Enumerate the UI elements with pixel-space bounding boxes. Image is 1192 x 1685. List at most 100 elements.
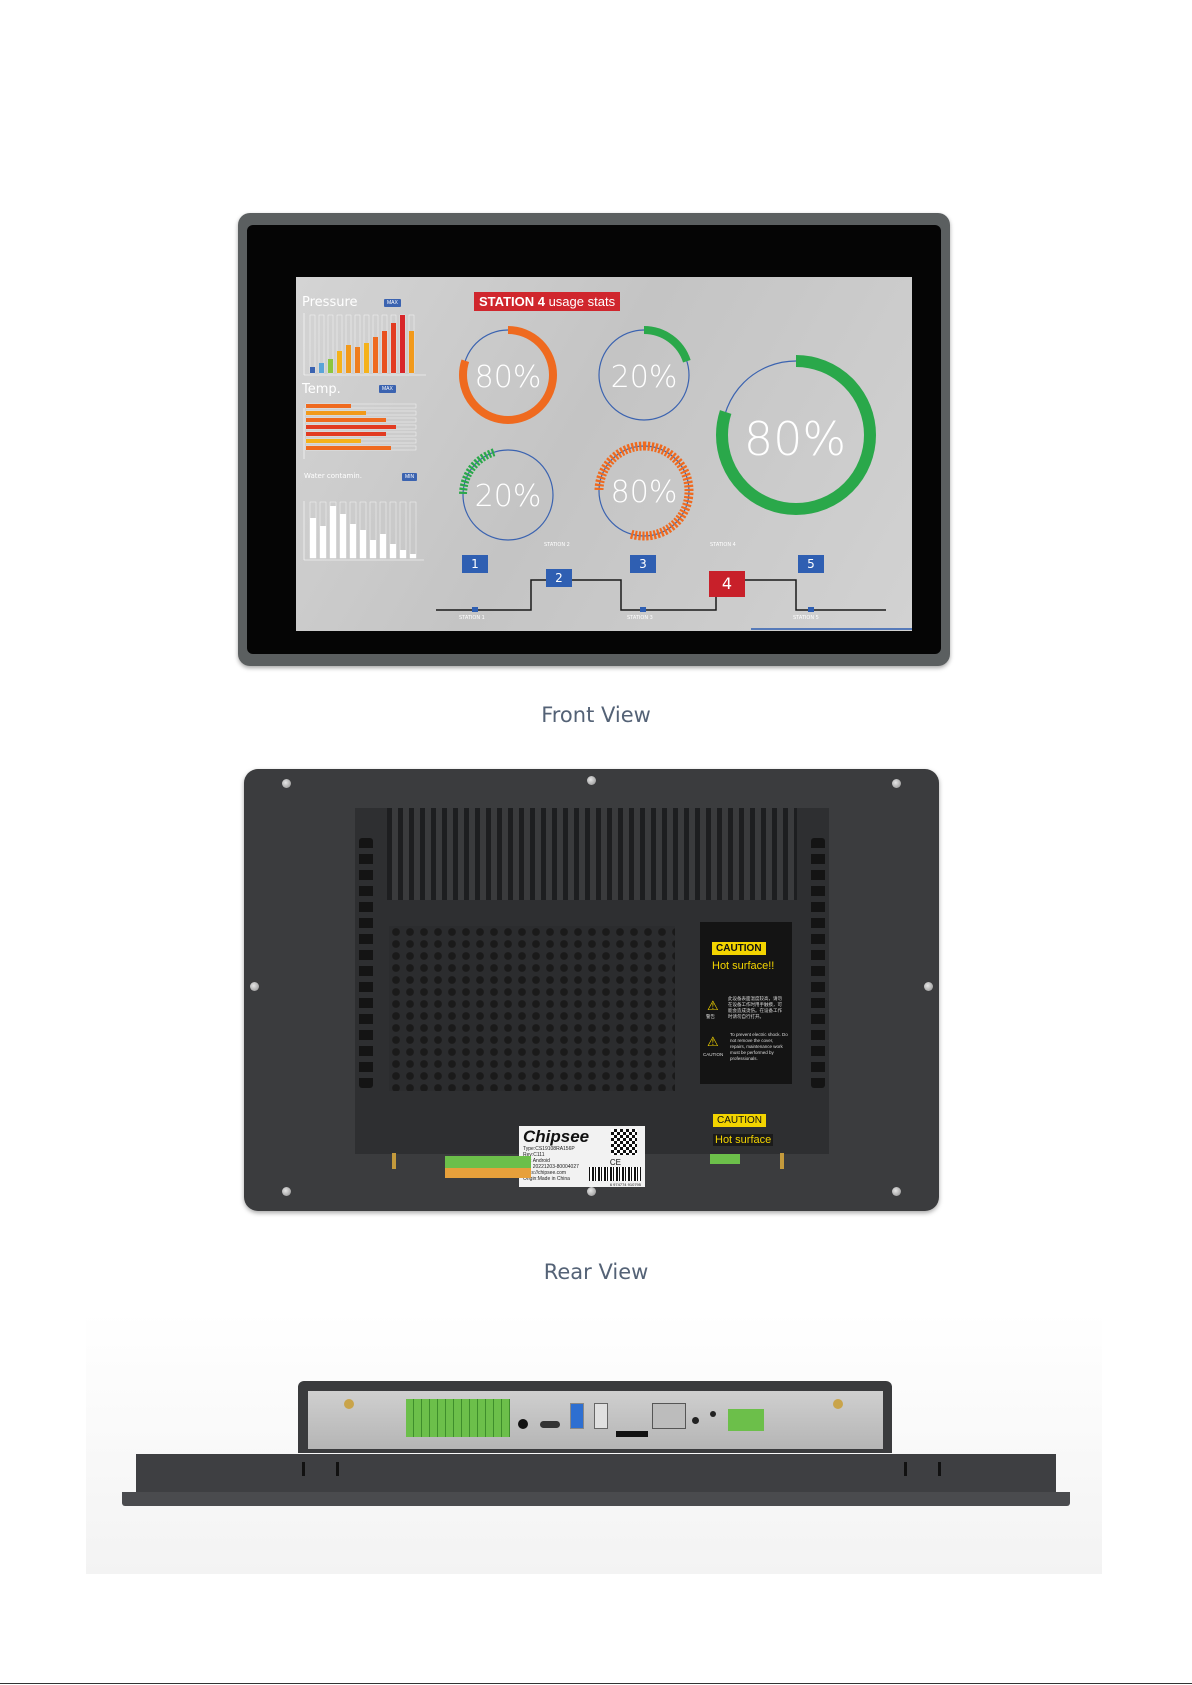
temp-label: Temp.: [302, 382, 341, 397]
screw-icon: [282, 779, 291, 788]
temp-bar: [306, 425, 396, 429]
water-bar: [320, 526, 326, 558]
pressure-bar: [364, 343, 369, 373]
hmi-screen: Pressure MAX Temp. MAX Water contamin. M…: [296, 277, 912, 631]
station-node-2[interactable]: 2: [546, 569, 572, 587]
screw-icon: [924, 982, 933, 991]
temp-bar: [306, 411, 366, 415]
station-caption-4: STATION 4: [710, 542, 736, 548]
temp-bar: [306, 446, 391, 450]
screw-icon: [282, 1187, 291, 1196]
heatsink: CAUTION Hot surface!! ⚠ 警告 此设备表面温度较高，请勿在…: [355, 808, 829, 1187]
label-sn: SN: 20221203-80004027: [523, 1164, 579, 1170]
water-label: Water contamin.: [304, 472, 362, 480]
station-caption-1: STATION 1: [459, 615, 485, 621]
water-bar: [360, 530, 366, 558]
water-bar: [350, 524, 356, 558]
dashboard-graphics: [303, 313, 912, 630]
led-indicator: [692, 1417, 699, 1424]
warning-triangle-icon: ⚠: [707, 998, 719, 1013]
water-bar: [410, 554, 416, 558]
station-node-4[interactable]: 4: [709, 571, 745, 597]
pressure-bar: [391, 323, 396, 373]
brand-name: Chipsee: [523, 1127, 590, 1146]
temp-bar: [306, 439, 361, 443]
antenna-connector: [344, 1399, 354, 1409]
front-view-panel: Pressure MAX Temp. MAX Water contamin. M…: [238, 213, 950, 666]
pressure-bar: [319, 363, 324, 373]
water-bar: [310, 518, 316, 558]
gauges: [459, 326, 876, 541]
cn-tag: 警告: [706, 1014, 715, 1019]
label-origin: Origin:Made in China: [523, 1176, 570, 1182]
water-bar: [330, 506, 336, 558]
terminal-block: [406, 1399, 510, 1437]
cn-warning: 此设备表面温度较高，请勿在设备工作时用手触摸，可能会造成烫伤。在设备工作时请勿自…: [728, 996, 782, 1019]
label-type: Type:CS19108RA156P: [523, 1146, 575, 1152]
vent-slots-right: [811, 838, 825, 1088]
caution-badge: CAUTION: [712, 942, 766, 955]
station-caption-3: STATION 3: [627, 615, 653, 621]
pressure-bar: [346, 345, 351, 373]
screw-icon: [250, 982, 259, 991]
pressure-bar: [373, 337, 378, 373]
station-node-1[interactable]: 1: [462, 555, 488, 573]
station-title-rest: usage stats: [544, 294, 616, 309]
pressure-bar: [382, 331, 387, 373]
power-connector: [728, 1409, 764, 1431]
vent-slots-left: [359, 838, 373, 1088]
terminal-block-base: [445, 1168, 531, 1178]
gauge-arc: [459, 326, 557, 424]
terminal-block: [445, 1156, 531, 1168]
side-view-panel: [86, 1312, 1102, 1574]
pressure-bar: [310, 367, 315, 373]
pressure-bar: [409, 331, 414, 373]
audio-jack: [518, 1419, 528, 1429]
antenna-connector: [780, 1153, 784, 1169]
station-title: STATION 4 usage stats: [474, 292, 621, 311]
en-warning: To prevent electric shock. Do not remove…: [730, 1032, 788, 1061]
side-housing: [298, 1381, 892, 1453]
page-divider: [0, 1683, 1192, 1684]
sd-card-slot: [616, 1431, 648, 1437]
heatsink-fins: [387, 808, 797, 900]
screw-icon: [587, 1187, 596, 1196]
antenna-connector: [833, 1399, 843, 1409]
label-os: OS: Android: [523, 1158, 550, 1164]
screw-icon: [892, 1187, 901, 1196]
io-plate: [308, 1391, 883, 1449]
side-base: [122, 1492, 1070, 1506]
water-bar: [370, 540, 376, 558]
label-url: https://chipsee.com: [523, 1170, 567, 1176]
product-label: Chipsee Type:CS19108RA156P Rev:C111 OS: …: [519, 1126, 645, 1187]
side-bezel: [136, 1454, 1056, 1492]
station-node-5[interactable]: 5: [798, 555, 824, 573]
pressure-label: Pressure: [302, 295, 358, 310]
label-rev: Rev:C111: [523, 1152, 545, 1158]
reset-button[interactable]: [710, 1411, 716, 1417]
temp-chart: [303, 403, 417, 459]
station-node-3[interactable]: 3: [630, 555, 656, 573]
hot-surface-text-2: Hot surface: [713, 1134, 774, 1146]
station-flow-line: [436, 579, 886, 611]
pressure-bar: [337, 351, 342, 373]
gauge-5-value: 80%: [610, 475, 678, 510]
gauge-3-value: 80%: [743, 412, 847, 466]
gauge-4-value: 20%: [474, 479, 542, 514]
usb-c-port: [540, 1421, 560, 1428]
power-connector: [710, 1154, 740, 1164]
temp-bar: [306, 418, 386, 422]
water-bar: [380, 534, 386, 558]
gauge-track: [462, 449, 554, 541]
temp-bar: [306, 432, 386, 436]
pressure-max-tag: MAX: [384, 299, 401, 307]
water-bar: [400, 550, 406, 558]
water-chart: [303, 501, 424, 561]
ethernet-port: [652, 1403, 686, 1429]
pressure-bar: [355, 347, 360, 373]
warning-triangle-icon: ⚠: [707, 1034, 719, 1049]
rear-view-panel: CAUTION Hot surface!! ⚠ 警告 此设备表面温度较高，请勿在…: [244, 769, 939, 1211]
gauge-1-value: 80%: [474, 360, 542, 395]
station-caption-2: STATION 2: [544, 542, 570, 548]
antenna-connector: [392, 1153, 396, 1169]
